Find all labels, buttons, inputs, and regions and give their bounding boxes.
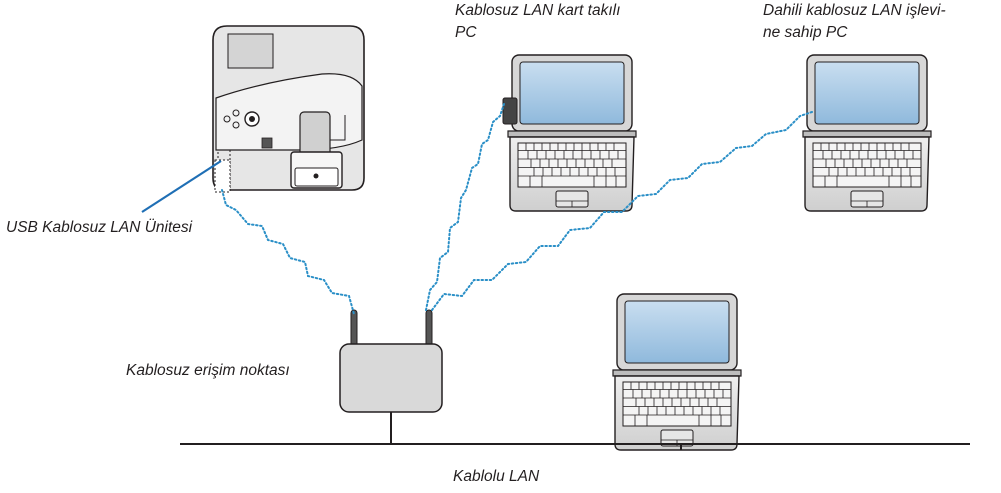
card-pc-label-line1: Kablosuz LAN kart takılı <box>455 2 621 19</box>
wired-lan-label: Kablolu LAN <box>453 468 540 485</box>
wireless-link-projector <box>221 189 355 315</box>
access-point-icon <box>339 309 443 413</box>
laptop-builtin-pc <box>802 54 932 212</box>
pc-card-icon <box>502 97 518 125</box>
laptop-wired-pc <box>612 293 742 451</box>
builtin-pc-label-line2: ne sahip PC <box>763 24 848 41</box>
wireless-link-card-pc <box>425 103 505 311</box>
card-pc-label-line2: PC <box>455 24 477 41</box>
usb-pointer-line <box>141 160 222 213</box>
laptop-card-pc <box>507 54 637 212</box>
wireless-link-builtin-pc <box>431 111 813 311</box>
usb-dongle-icon <box>214 159 231 193</box>
wireless-links <box>221 103 813 315</box>
builtin-pc-label-line1: Dahili kablosuz LAN işlevi- <box>763 2 946 19</box>
usb-unit-label: USB Kablosuz LAN Ünitesi <box>6 219 193 236</box>
projector-icon <box>212 25 365 191</box>
access-point-label: Kablosuz erişim noktası <box>126 362 290 379</box>
wired-lan-line <box>180 412 970 450</box>
